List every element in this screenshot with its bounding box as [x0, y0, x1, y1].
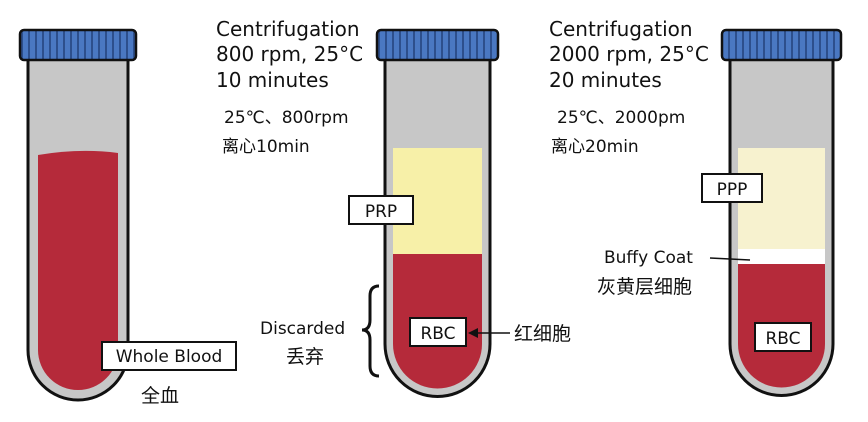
buffy-coat-pointer: [709, 257, 751, 261]
whole-blood-label: Whole Blood: [116, 347, 223, 367]
discarded-label: Discarded: [260, 319, 345, 339]
whole-blood-layer: [38, 150, 118, 390]
step-1-title: Centrifugation: [216, 17, 360, 41]
step-1-conditions: Centrifugation 800 rpm, 25°C 10 minutes …: [216, 17, 363, 157]
rbc-label-box-1: [409, 317, 467, 347]
rbc-label-box-2: [754, 322, 812, 352]
discarded-cn-label: 丢弃: [286, 346, 324, 368]
step-1-time: 10 minutes: [216, 68, 329, 92]
prp-label: PRP: [365, 202, 397, 222]
buffy-coat-label: Buffy Coat: [604, 248, 693, 268]
discarded-brace: [361, 284, 380, 378]
whole-blood-label-box: [101, 341, 237, 371]
tube-cap: [18, 28, 138, 62]
step-2-cn-line1: 25℃、2000pm: [557, 108, 685, 128]
buffy-coat-cn-label: 灰黄层细胞: [597, 276, 692, 298]
step-1-cn-line2: 离心10min: [222, 137, 310, 157]
step-2-conditions: Centrifugation 2000 rpm, 25°C 20 minutes…: [549, 17, 709, 157]
prp-label-box: [348, 195, 414, 225]
ppp-label: PPP: [717, 180, 748, 200]
tube-cap: [375, 28, 500, 62]
rbc-label-1: RBC: [420, 324, 455, 344]
step-2-cn-line2: 离心20min: [551, 137, 639, 157]
step-1-cn-line1: 25℃、800rpm: [224, 108, 349, 128]
buffy-coat-layer: [738, 249, 825, 264]
step-2-title: Centrifugation: [549, 17, 693, 41]
rbc-label-2: RBC: [765, 329, 800, 349]
step-2-speed: 2000 rpm, 25°C: [549, 42, 709, 66]
whole-blood-cn-label: 全血: [141, 385, 179, 407]
step-1-speed: 800 rpm, 25°C: [216, 42, 363, 66]
rbc-pointer-arrow: [468, 328, 510, 338]
tube-cap: [720, 28, 843, 62]
rbc-cn-label: 红细胞: [514, 323, 571, 345]
step-2-time: 20 minutes: [549, 68, 662, 92]
tube-second-spin: [720, 28, 843, 397]
ppp-label-box: [701, 173, 763, 203]
tube-whole-blood: [18, 28, 138, 402]
